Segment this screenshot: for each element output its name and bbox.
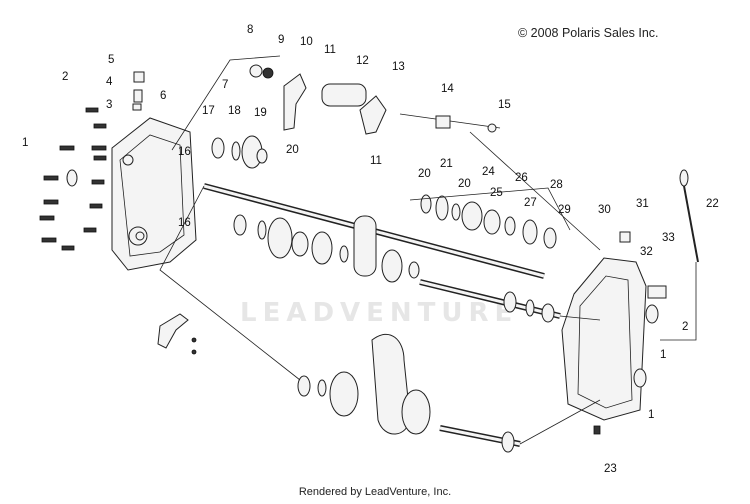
callout-21: 21 bbox=[440, 158, 453, 170]
callout-1: 1 bbox=[22, 137, 28, 149]
callout-26: 26 bbox=[515, 172, 528, 184]
left-case-half bbox=[111, 117, 197, 271]
copyright-text: © 2008 Polaris Sales Inc. bbox=[518, 26, 659, 40]
callout-1-right-bottom: 1 bbox=[648, 409, 654, 421]
callout-20-mid: 20 bbox=[418, 168, 431, 180]
callout-18: 18 bbox=[228, 105, 241, 117]
main-shaft-gears bbox=[233, 214, 420, 283]
callout-11-bottom: 11 bbox=[370, 155, 382, 167]
leader-lines bbox=[159, 55, 697, 445]
countershaft-upper bbox=[420, 194, 557, 249]
callout-11-top: 11 bbox=[324, 44, 336, 56]
callout-31: 31 bbox=[636, 198, 649, 210]
callout-2: 2 bbox=[62, 71, 68, 83]
callout-20-right: 20 bbox=[458, 178, 471, 190]
callout-32: 32 bbox=[640, 246, 653, 258]
callout-28: 28 bbox=[550, 179, 563, 191]
upper-gear-cluster bbox=[211, 135, 268, 169]
callout-17: 17 bbox=[202, 105, 215, 117]
callout-5: 5 bbox=[108, 54, 114, 66]
callout-3: 3 bbox=[106, 99, 112, 111]
callout-labels: 1 2 3 4 5 6 7 8 9 10 11 11 12 13 14 15 1… bbox=[22, 24, 719, 475]
watermark: LEADVENTURE bbox=[240, 298, 519, 328]
callout-25: 25 bbox=[490, 187, 503, 199]
callout-23: 23 bbox=[604, 463, 617, 475]
callout-1-right-top: 1 bbox=[660, 349, 666, 361]
callout-24: 24 bbox=[482, 166, 495, 178]
callout-10: 10 bbox=[300, 36, 313, 48]
left-bolts bbox=[39, 107, 107, 251]
callout-33: 33 bbox=[662, 232, 675, 244]
callout-7: 7 bbox=[222, 79, 228, 91]
callout-22: 22 bbox=[706, 198, 719, 210]
callout-13: 13 bbox=[392, 61, 405, 73]
callout-15: 15 bbox=[498, 99, 511, 111]
callout-9: 9 bbox=[278, 34, 284, 46]
callout-30: 30 bbox=[598, 204, 611, 216]
callout-29: 29 bbox=[558, 204, 571, 216]
shift-assembly bbox=[249, 64, 501, 135]
breather-assembly bbox=[132, 71, 145, 111]
callout-6: 6 bbox=[160, 90, 166, 102]
callout-4: 4 bbox=[106, 76, 113, 88]
callout-20-left: 20 bbox=[286, 144, 299, 156]
callout-16-top: 16 bbox=[178, 146, 191, 158]
callout-2-right: 2 bbox=[682, 321, 688, 333]
dipstick bbox=[679, 169, 699, 263]
callout-8: 8 bbox=[247, 24, 253, 36]
callout-12: 12 bbox=[356, 55, 369, 67]
output-shaft bbox=[419, 279, 561, 323]
callout-19: 19 bbox=[254, 107, 267, 119]
rendered-by-footer: Rendered by LeadVenture, Inc. bbox=[298, 486, 452, 498]
callout-14: 14 bbox=[441, 83, 454, 95]
callout-16-bottom: 16 bbox=[178, 217, 191, 229]
callout-27: 27 bbox=[524, 197, 537, 209]
lower-chain-assembly bbox=[297, 333, 521, 453]
shift-bracket bbox=[157, 313, 197, 355]
right-case-half bbox=[561, 231, 667, 435]
